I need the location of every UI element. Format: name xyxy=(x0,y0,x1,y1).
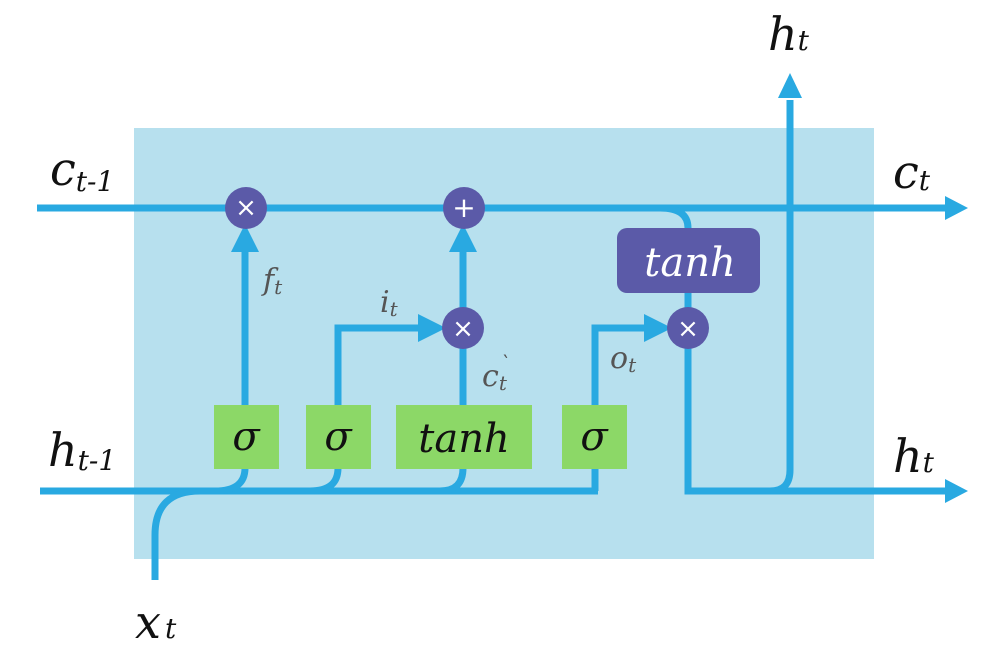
cell-out-arrowhead xyxy=(945,196,968,220)
hidden-up-arrowhead xyxy=(778,73,802,98)
input-wire xyxy=(334,314,446,405)
h-out-right-label: ht xyxy=(893,429,935,483)
multiply-icon: × xyxy=(235,193,257,223)
gate-output-label: σ xyxy=(580,414,609,460)
cell-tanh-box: tanh xyxy=(617,228,760,293)
hidden-output-wire xyxy=(684,346,948,495)
gate-candidate: tanh xyxy=(396,405,532,469)
forget-multiply-op: × xyxy=(225,187,267,229)
gate-forget-label: σ xyxy=(232,414,261,460)
c-out-label: ct xyxy=(893,145,931,199)
input-gate-feed xyxy=(309,467,342,495)
hidden-out-arrowhead xyxy=(945,479,968,503)
candidate-gate-feed xyxy=(439,467,467,495)
gate-input-label: σ xyxy=(324,414,353,460)
h-prev-label: ht-1 xyxy=(48,423,116,477)
plus-icon: + xyxy=(452,191,475,224)
cell-to-tanh-wire xyxy=(659,204,692,229)
cell-tanh-label: tanh xyxy=(644,240,735,286)
gate-candidate-label: tanh xyxy=(418,416,509,462)
x-input-wire xyxy=(151,487,201,580)
output-wire xyxy=(591,314,672,405)
multiply-icon: × xyxy=(677,314,699,344)
gate-forget: σ xyxy=(214,405,279,469)
c-prev-label: ct-1 xyxy=(50,142,114,198)
output-signal-label: ot xyxy=(610,341,637,377)
candidate-accent: ` xyxy=(500,351,510,375)
h-out-top-label: ht xyxy=(768,7,810,61)
gate-input: σ xyxy=(306,405,371,469)
candidate-signal-label: ct xyxy=(482,359,508,395)
cell-add-op: + xyxy=(443,187,485,229)
gate-output: σ xyxy=(562,405,627,469)
input-multiply-op: × xyxy=(442,307,484,349)
hidden-up-wire xyxy=(769,100,794,495)
forget-gate-feed xyxy=(214,467,249,495)
output-multiply-op: × xyxy=(667,307,709,349)
input-signal-label: it xyxy=(380,285,399,321)
multiply-icon: × xyxy=(452,314,474,344)
